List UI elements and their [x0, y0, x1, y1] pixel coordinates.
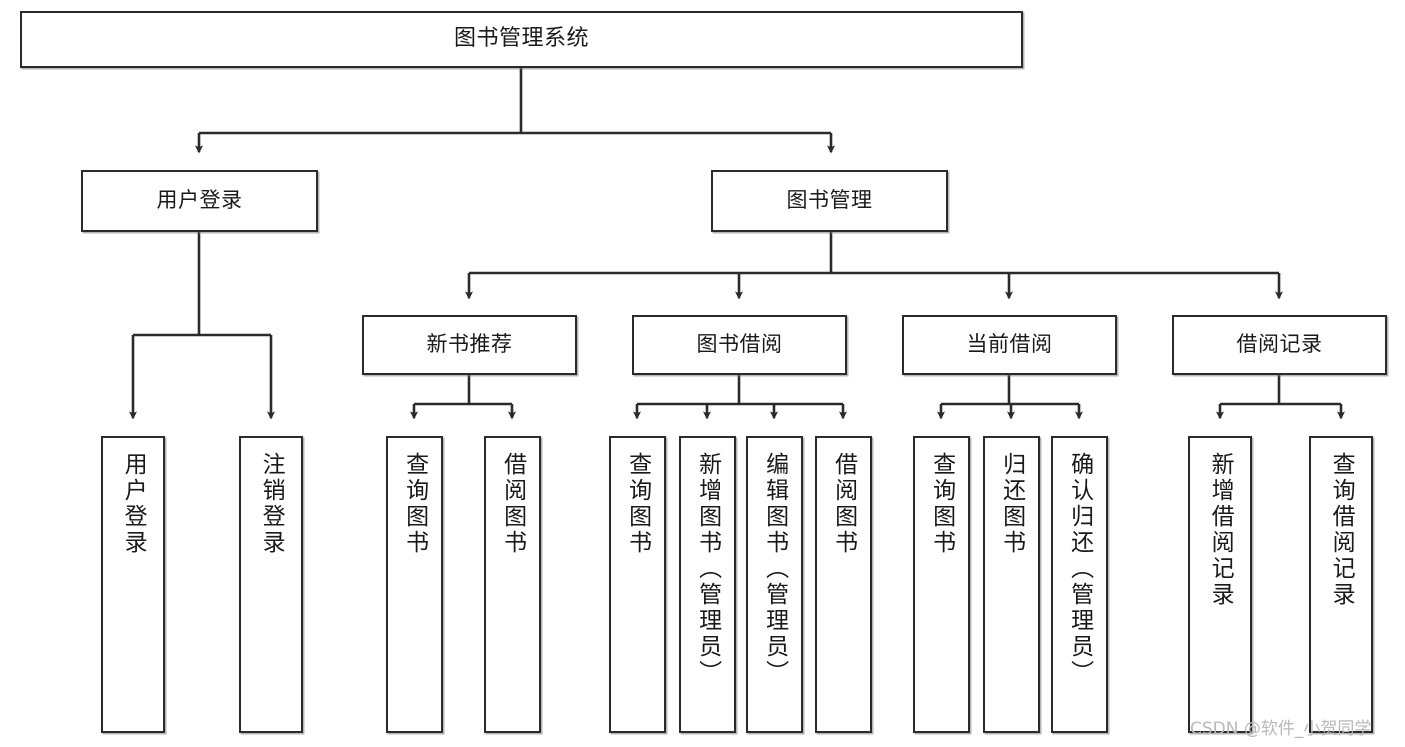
node-add-borrow-record[interactable]: 新增借阅记录	[1188, 436, 1252, 733]
node-query-book-3-label: 查询图书	[928, 452, 955, 556]
node-borrow-book-2[interactable]: 借阅图书	[815, 436, 872, 733]
node-user-login-label: 用户登录	[156, 188, 243, 213]
node-query-book-2[interactable]: 查询图书	[609, 436, 666, 733]
node-query-book-1[interactable]: 查询图书	[386, 436, 443, 733]
node-query-book-1-label: 查询图书	[401, 452, 428, 556]
node-query-borrow-record[interactable]: 查询借阅记录	[1309, 436, 1373, 733]
node-new-book-recommend-label: 新书推荐	[426, 332, 513, 357]
node-query-book-2-label: 查询图书	[624, 452, 651, 556]
node-edit-book-label: 编辑图书（管理员）	[761, 452, 788, 686]
node-book-manage[interactable]: 图书管理	[711, 170, 948, 232]
node-root[interactable]: 图书管理系统	[20, 11, 1023, 68]
node-confirm-return-label: 确认归还（管理员）	[1066, 452, 1093, 686]
node-book-borrow-label: 图书借阅	[696, 332, 783, 357]
node-borrow-record-label: 借阅记录	[1236, 332, 1323, 357]
node-new-book-recommend[interactable]: 新书推荐	[362, 315, 577, 375]
node-user-login-do[interactable]: 用户登录	[101, 436, 165, 733]
node-borrow-book-1[interactable]: 借阅图书	[484, 436, 541, 733]
node-user-logout[interactable]: 注销登录	[239, 436, 303, 733]
node-return-book[interactable]: 归还图书	[983, 436, 1040, 733]
node-current-borrow-label: 当前借阅	[966, 332, 1053, 357]
node-book-manage-label: 图书管理	[786, 188, 873, 213]
node-borrow-book-2-label: 借阅图书	[830, 452, 857, 556]
node-query-book-3[interactable]: 查询图书	[913, 436, 970, 733]
node-root-label: 图书管理系统	[453, 26, 589, 52]
node-add-borrow-record-label: 新增借阅记录	[1207, 452, 1234, 608]
node-current-borrow[interactable]: 当前借阅	[902, 315, 1117, 375]
node-book-borrow[interactable]: 图书借阅	[632, 315, 847, 375]
node-return-book-label: 归还图书	[998, 452, 1025, 556]
node-confirm-return[interactable]: 确认归还（管理员）	[1051, 436, 1108, 733]
node-user-logout-label: 注销登录	[258, 452, 285, 556]
node-borrow-book-1-label: 借阅图书	[499, 452, 526, 556]
node-add-book[interactable]: 新增图书（管理员）	[679, 436, 736, 733]
node-borrow-record[interactable]: 借阅记录	[1172, 315, 1387, 375]
node-user-login-do-label: 用户登录	[120, 452, 147, 556]
node-user-login[interactable]: 用户登录	[81, 170, 318, 232]
node-add-book-label: 新增图书（管理员）	[694, 452, 721, 686]
node-edit-book[interactable]: 编辑图书（管理员）	[746, 436, 803, 733]
node-query-borrow-record-label: 查询借阅记录	[1328, 452, 1355, 608]
csdn-watermark: CSDN @软件_小贺同学	[1190, 719, 1372, 739]
